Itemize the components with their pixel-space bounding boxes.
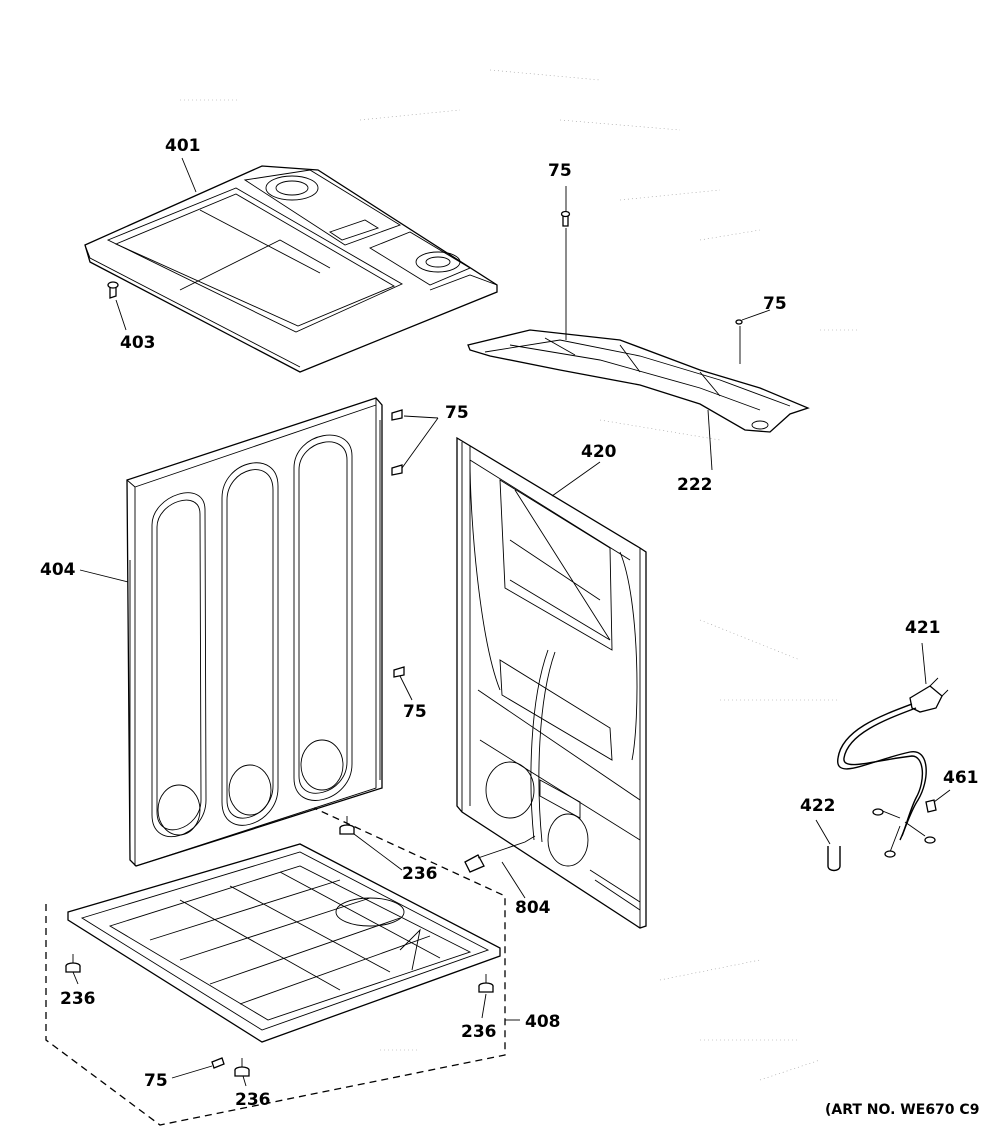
callout-420: 420	[581, 442, 617, 462]
callout-236-b: 236	[60, 989, 96, 1009]
callout-236-d: 236	[235, 1090, 271, 1110]
callout-236-c: 236	[461, 1022, 497, 1042]
callout-75-mid: 75	[403, 702, 427, 722]
cord-804-part	[464, 835, 536, 873]
callout-404: 404	[40, 560, 76, 580]
callout-401: 401	[165, 136, 201, 156]
callout-403: 403	[120, 333, 156, 353]
clip-422-part	[827, 846, 841, 872]
art-number: (ART NO. WE670 C9	[825, 1102, 979, 1118]
rear-panel-420-part	[456, 436, 647, 929]
callout-222: 222	[677, 475, 713, 495]
callout-75-side: 75	[445, 403, 469, 423]
screw-403-part	[107, 281, 119, 299]
callout-236-a: 236	[402, 864, 438, 884]
callout-422: 422	[800, 796, 836, 816]
base-408-part	[67, 843, 501, 1043]
side-panel-404-part	[126, 397, 383, 867]
callout-75-top: 75	[548, 161, 572, 181]
callout-labels: 401 403 75 75 222 75 420 404 75 421 461 …	[40, 136, 979, 1118]
callout-75-tray: 75	[763, 294, 787, 314]
side-screws-part	[391, 409, 405, 678]
background-dither	[180, 69, 860, 1081]
callout-75-bottom: 75	[144, 1071, 168, 1091]
callout-461: 461	[943, 768, 979, 788]
callout-804: 804	[515, 898, 551, 918]
callout-408: 408	[525, 1012, 561, 1032]
power-cord-421-part	[837, 677, 949, 858]
bracket-222-part	[467, 210, 810, 433]
callout-421: 421	[905, 618, 941, 638]
leader-lines	[72, 157, 951, 1087]
base-dashed-boundary	[45, 807, 506, 1126]
top-cover-part	[84, 165, 498, 373]
leveling-feet-part	[65, 816, 494, 1077]
